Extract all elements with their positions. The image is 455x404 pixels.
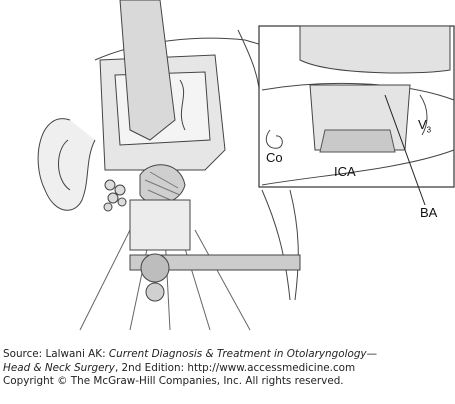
inset-arc-2 [261,149,455,186]
credit-line-2: Head & Neck Surgery, 2nd Edition: http:/… [3,361,356,374]
ear-outline [37,118,96,211]
label-v3-sub: 3 [426,125,432,135]
source-credit: Source: Lalwani AK: Current Diagnosis & … [3,348,455,389]
inset-v3-nerve [419,94,428,136]
inset-panel [258,25,455,206]
label-cochlea: Co [266,150,283,165]
leader-ba [384,94,426,206]
label-internal-carotid-artery: ICA [334,164,356,179]
vessel-2 [179,79,186,131]
inset-cochlea [265,129,283,149]
retractor-top [119,0,176,141]
surgical-illustration [37,0,455,331]
instrument-shaft [129,199,191,251]
label-basilar-artery: BA [420,205,438,220]
label-v3-main: V [418,117,427,132]
inset-arc [261,82,455,101]
retractor-knob [140,253,170,283]
label-v3-nerve: V3 [418,117,431,135]
credit-line-1: Source: Lalwani AK: Current Diagnosis & … [3,348,377,360]
inset-ica [319,129,396,153]
inset-retractor [299,25,451,74]
ear-inner [58,139,71,191]
face-contour [261,189,299,301]
retractor-bottom [129,254,301,271]
muscle [139,164,186,205]
nerve-strands [79,229,251,331]
credit-copyright: Copyright © The McGraw-Hill Companies, I… [3,375,344,387]
